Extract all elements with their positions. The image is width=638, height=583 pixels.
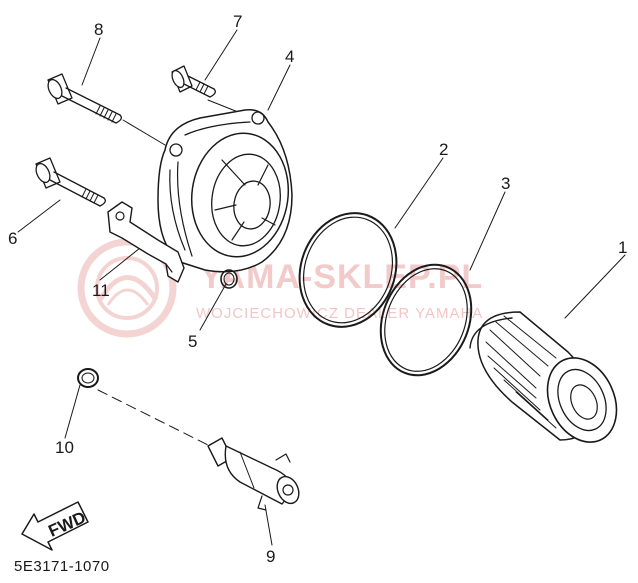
part-oring-pipe	[77, 368, 99, 388]
part-bolt-long	[47, 73, 122, 124]
callout-1: 1	[618, 238, 627, 257]
callout-3: 3	[501, 174, 510, 193]
part-bolt-short	[35, 157, 106, 207]
callout-7: 7	[233, 12, 242, 31]
callout-8: 8	[94, 20, 103, 39]
part-union-bolt	[207, 437, 300, 511]
callout-10: 10	[55, 438, 74, 457]
diagram-code: 5E3171-1070	[14, 558, 110, 575]
callout-5: 5	[188, 332, 197, 351]
callout-4: 4	[285, 47, 294, 66]
callouts: 8 7 4 2 3 1 6 11 5 10 9	[8, 12, 627, 566]
fwd-arrow: FWD	[21, 501, 89, 551]
part-bolt-small	[171, 65, 216, 98]
watermark: YAMA-SKLEP.PL WOJCIECHOWICZ DEALER YAMAH…	[77, 238, 483, 338]
callout-2: 2	[439, 140, 448, 159]
watermark-dealer: WOJCIECHOWICZ DEALER YAMAHA	[196, 305, 483, 322]
part-oring-large	[298, 212, 398, 328]
part-oil-filter	[469, 311, 618, 443]
leader-lines	[17, 29, 626, 546]
part-filter-housing	[157, 109, 293, 273]
callout-6: 6	[8, 229, 17, 248]
callout-11: 11	[92, 281, 110, 300]
part-bracket	[107, 201, 185, 283]
part-oring-large-2	[379, 263, 473, 377]
part-oring-small	[220, 269, 238, 289]
callout-9: 9	[266, 547, 275, 566]
